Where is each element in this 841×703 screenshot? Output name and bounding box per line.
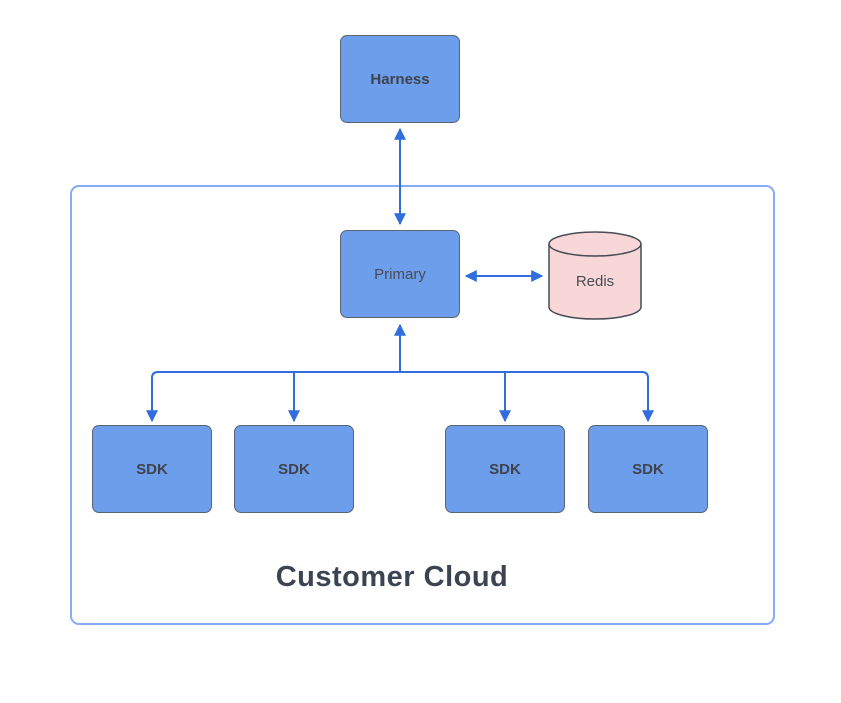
- node-redis: Redis: [547, 229, 643, 323]
- node-primary: Primary: [340, 230, 460, 318]
- node-sdk-1: SDK: [92, 425, 212, 513]
- node-primary-label: Primary: [374, 265, 426, 283]
- node-sdk-3-label: SDK: [489, 460, 521, 478]
- node-sdk-4: SDK: [588, 425, 708, 513]
- node-sdk-2-label: SDK: [278, 460, 310, 478]
- node-sdk-4-label: SDK: [632, 460, 664, 478]
- node-harness-label: Harness: [370, 70, 430, 88]
- container-title: Customer Cloud: [275, 561, 509, 593]
- node-sdk-1-label: SDK: [136, 460, 168, 478]
- node-sdk-3: SDK: [445, 425, 565, 513]
- node-harness: Harness: [340, 35, 460, 123]
- database-cylinder-icon: [548, 231, 642, 320]
- node-redis-label: Redis: [575, 273, 615, 290]
- node-sdk-2: SDK: [234, 425, 354, 513]
